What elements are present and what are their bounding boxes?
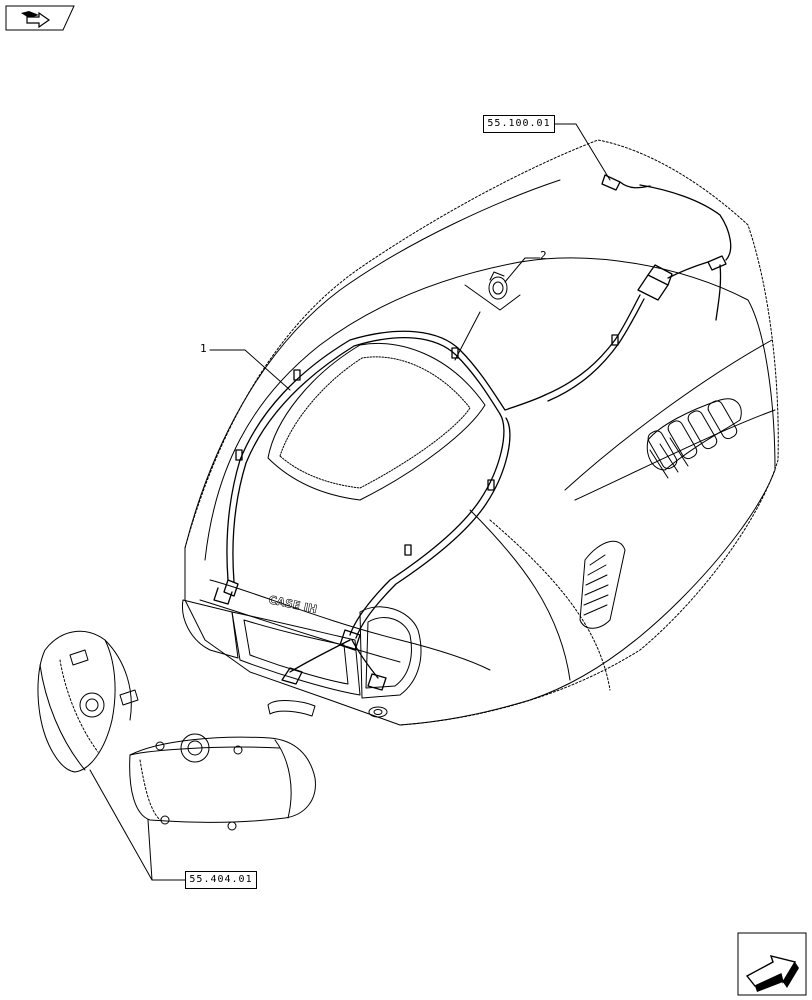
leader-lines (89, 123, 611, 881)
hood-logo: CASE IH (267, 593, 318, 616)
right-headlight (129, 733, 316, 831)
callout-2: 2 (540, 249, 547, 262)
reference-box-top[interactable]: 55.100.01 (483, 115, 555, 133)
callout-1: 1 (200, 342, 207, 355)
left-headlight (37, 630, 139, 773)
book-arrow-icon-graphic (5, 5, 75, 31)
connector-part (488, 271, 508, 300)
next-page-arrow-icon-graphic (737, 932, 807, 996)
book-arrow-icon[interactable] (5, 5, 75, 31)
wiring-harness (213, 174, 732, 691)
reference-box-bottom[interactable]: 55.404.01 (185, 871, 257, 889)
hood-body (181, 139, 779, 726)
next-page-arrow-icon[interactable] (737, 932, 807, 996)
